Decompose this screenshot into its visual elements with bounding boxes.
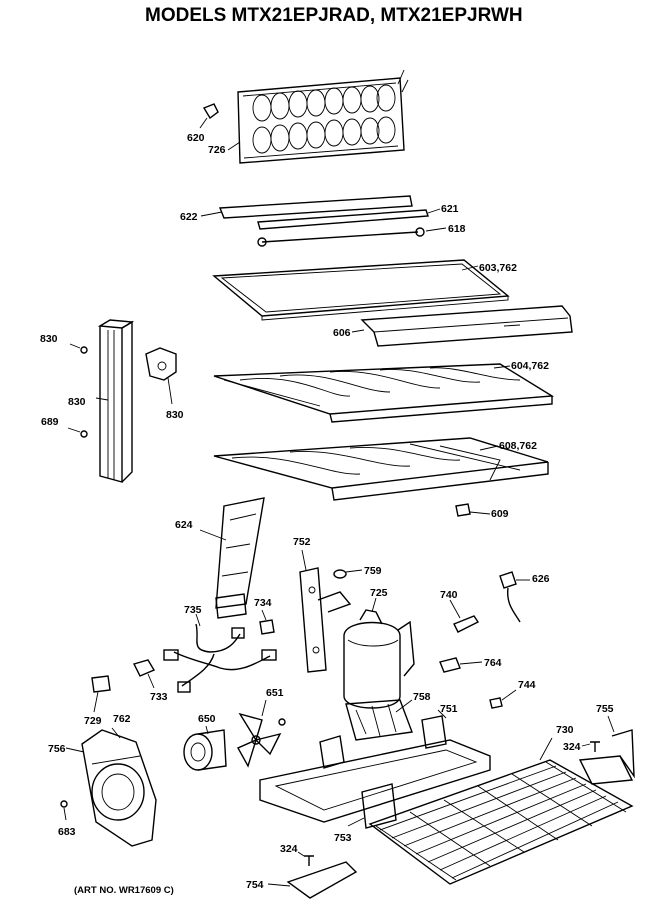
label-759: 759 — [364, 565, 382, 577]
label-762: 762 — [113, 713, 131, 725]
part-830-screw — [69, 343, 88, 354]
label-604-762: 604,762 — [511, 360, 549, 372]
part-733-relay — [132, 659, 156, 689]
label-606: 606 — [333, 327, 351, 339]
part-751-base-pan — [259, 709, 491, 823]
part-626-thermostat — [499, 571, 530, 623]
label-650: 650 — [198, 713, 216, 725]
label-735: 735 — [184, 604, 202, 616]
label-726: 726 — [208, 144, 226, 156]
label-622: 622 — [180, 211, 198, 223]
label-744: 744 — [518, 679, 536, 691]
label-752: 752 — [293, 536, 311, 548]
label-751: 751 — [440, 703, 458, 715]
part-324-screw-b — [297, 851, 314, 866]
part-752-bracket — [299, 549, 352, 673]
part-758-mount — [345, 699, 413, 741]
label-683: 683 — [58, 826, 76, 838]
label-755: 755 — [596, 703, 614, 715]
label-830-mid: 830 — [68, 396, 86, 408]
part-734-switch — [259, 609, 275, 635]
label-758: 758 — [413, 691, 431, 703]
label-753: 753 — [334, 832, 352, 844]
part-683-screw — [60, 800, 68, 821]
part-651-fan-blade — [237, 699, 286, 768]
part-759-grommet — [333, 569, 363, 579]
part-620-clip — [199, 103, 219, 129]
label-621: 621 — [441, 203, 459, 215]
label-603-762: 603,762 — [479, 262, 517, 274]
part-740-drier — [449, 599, 480, 633]
label-764: 764 — [484, 657, 502, 669]
part-830-duct — [97, 319, 135, 483]
part-624-baffle — [215, 497, 265, 619]
part-755-bracket — [578, 715, 635, 785]
label-608-762: 608,762 — [499, 440, 537, 452]
part-753-bracket — [347, 783, 397, 829]
part-754-pad — [267, 861, 358, 899]
label-729: 729 — [84, 715, 102, 727]
part-606-channel — [360, 305, 573, 347]
label-725: 725 — [370, 587, 388, 599]
label-730: 730 — [556, 724, 574, 736]
art-number: (ART NO. WR17609 C) — [74, 885, 174, 896]
part-726-evaporator — [237, 69, 409, 164]
part-618-rod — [257, 227, 425, 247]
part-830-bracket — [145, 347, 177, 405]
label-609: 609 — [491, 508, 509, 520]
part-764-valve — [439, 657, 483, 673]
part-725-compressor — [343, 597, 415, 709]
part-730-condenser — [368, 737, 634, 885]
label-620: 620 — [187, 132, 205, 144]
label-734: 734 — [254, 597, 272, 609]
label-740: 740 — [440, 589, 458, 601]
part-621-heater — [257, 209, 429, 230]
label-830-top: 830 — [40, 333, 58, 345]
part-729-capacitor — [91, 675, 111, 713]
part-608-tray — [213, 437, 549, 501]
part-744-clip — [489, 689, 517, 709]
label-754: 754 — [246, 879, 264, 891]
label-689: 689 — [41, 416, 59, 428]
label-733: 733 — [150, 691, 168, 703]
part-735-harness — [163, 613, 277, 693]
part-650-motor — [183, 729, 227, 771]
part-324-screw-a — [581, 741, 600, 752]
label-756: 756 — [48, 743, 66, 755]
label-830-bracket: 830 — [166, 409, 184, 421]
label-651: 651 — [266, 687, 284, 699]
part-622-cover — [218, 195, 413, 219]
diagram-title: MODELS MTX21EPJRAD, MTX21EPJRWH — [145, 5, 523, 26]
part-689-screw — [67, 427, 88, 438]
label-618: 618 — [448, 223, 466, 235]
part-609-clip — [455, 503, 471, 517]
label-324-a: 324 — [563, 741, 581, 753]
part-604-tray — [213, 363, 555, 423]
part-603-tray — [212, 259, 510, 321]
label-324-b: 324 — [280, 843, 298, 855]
part-756-shroud — [81, 729, 157, 847]
label-626: 626 — [532, 573, 550, 585]
label-624: 624 — [175, 519, 193, 531]
